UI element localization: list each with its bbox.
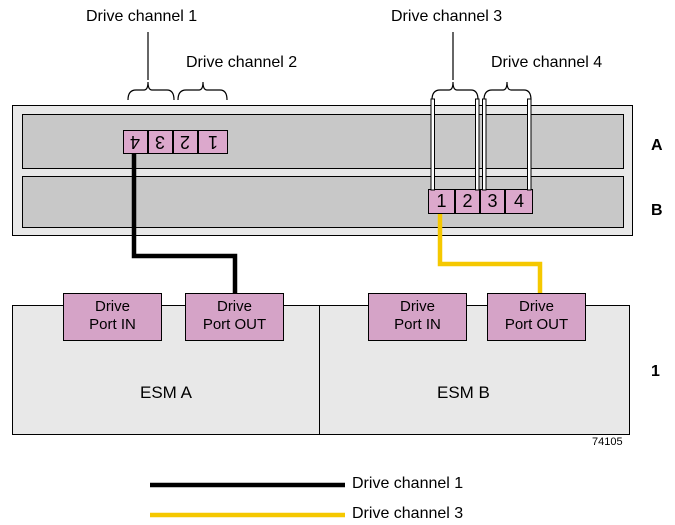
legend-label-drive-channel-3: Drive channel 3 — [352, 505, 464, 522]
label-drive-channel-2: Drive channel 2 — [186, 54, 298, 71]
brace-drive-channel-1 — [127, 32, 175, 101]
controller-a — [22, 114, 624, 169]
cable-drive-channel-1 — [131, 154, 238, 293]
legend-label-drive-channel-1: Drive channel 1 — [352, 475, 464, 492]
esm-a-label: ESM A — [140, 383, 192, 402]
esm-a-drive-port-in[interactable]: Drive Port IN — [63, 293, 162, 341]
controller-a-port-2[interactable]: 2 — [173, 130, 198, 154]
row-label-a: A — [651, 137, 663, 154]
esm-a-drive-port-out[interactable]: Drive Port OUT — [185, 293, 284, 341]
channel-guides — [430, 98, 532, 191]
esm-b-drive-port-in[interactable]: Drive Port IN — [368, 293, 467, 341]
brace-drive-channel-4 — [483, 81, 532, 101]
label-drive-channel-3: Drive channel 3 — [391, 8, 503, 25]
controller-b-port-3[interactable]: 3 — [480, 189, 505, 214]
controller-b-port-1[interactable]: 1 — [428, 189, 455, 214]
brace-drive-channel-2 — [177, 81, 228, 101]
tray-label-1: 1 — [651, 363, 660, 380]
controller-b-port-4[interactable]: 4 — [505, 189, 533, 214]
cable-drive-channel-3 — [437, 214, 543, 293]
controller-a-port-4[interactable]: 4 — [123, 130, 148, 154]
controller-a-port-3[interactable]: 3 — [148, 130, 173, 154]
controller-b-port-2[interactable]: 2 — [455, 189, 480, 214]
esm-b-drive-port-out[interactable]: Drive Port OUT — [487, 293, 586, 341]
brace-drive-channel-3 — [431, 32, 479, 101]
label-drive-channel-4: Drive channel 4 — [491, 54, 603, 71]
row-label-b: B — [651, 202, 663, 219]
esm-b-label: ESM B — [437, 383, 490, 402]
esm-divider — [319, 305, 320, 435]
controller-a-port-1[interactable]: 1 — [198, 130, 228, 154]
figure-id: 74105 — [592, 436, 623, 448]
label-drive-channel-1: Drive channel 1 — [86, 8, 198, 25]
